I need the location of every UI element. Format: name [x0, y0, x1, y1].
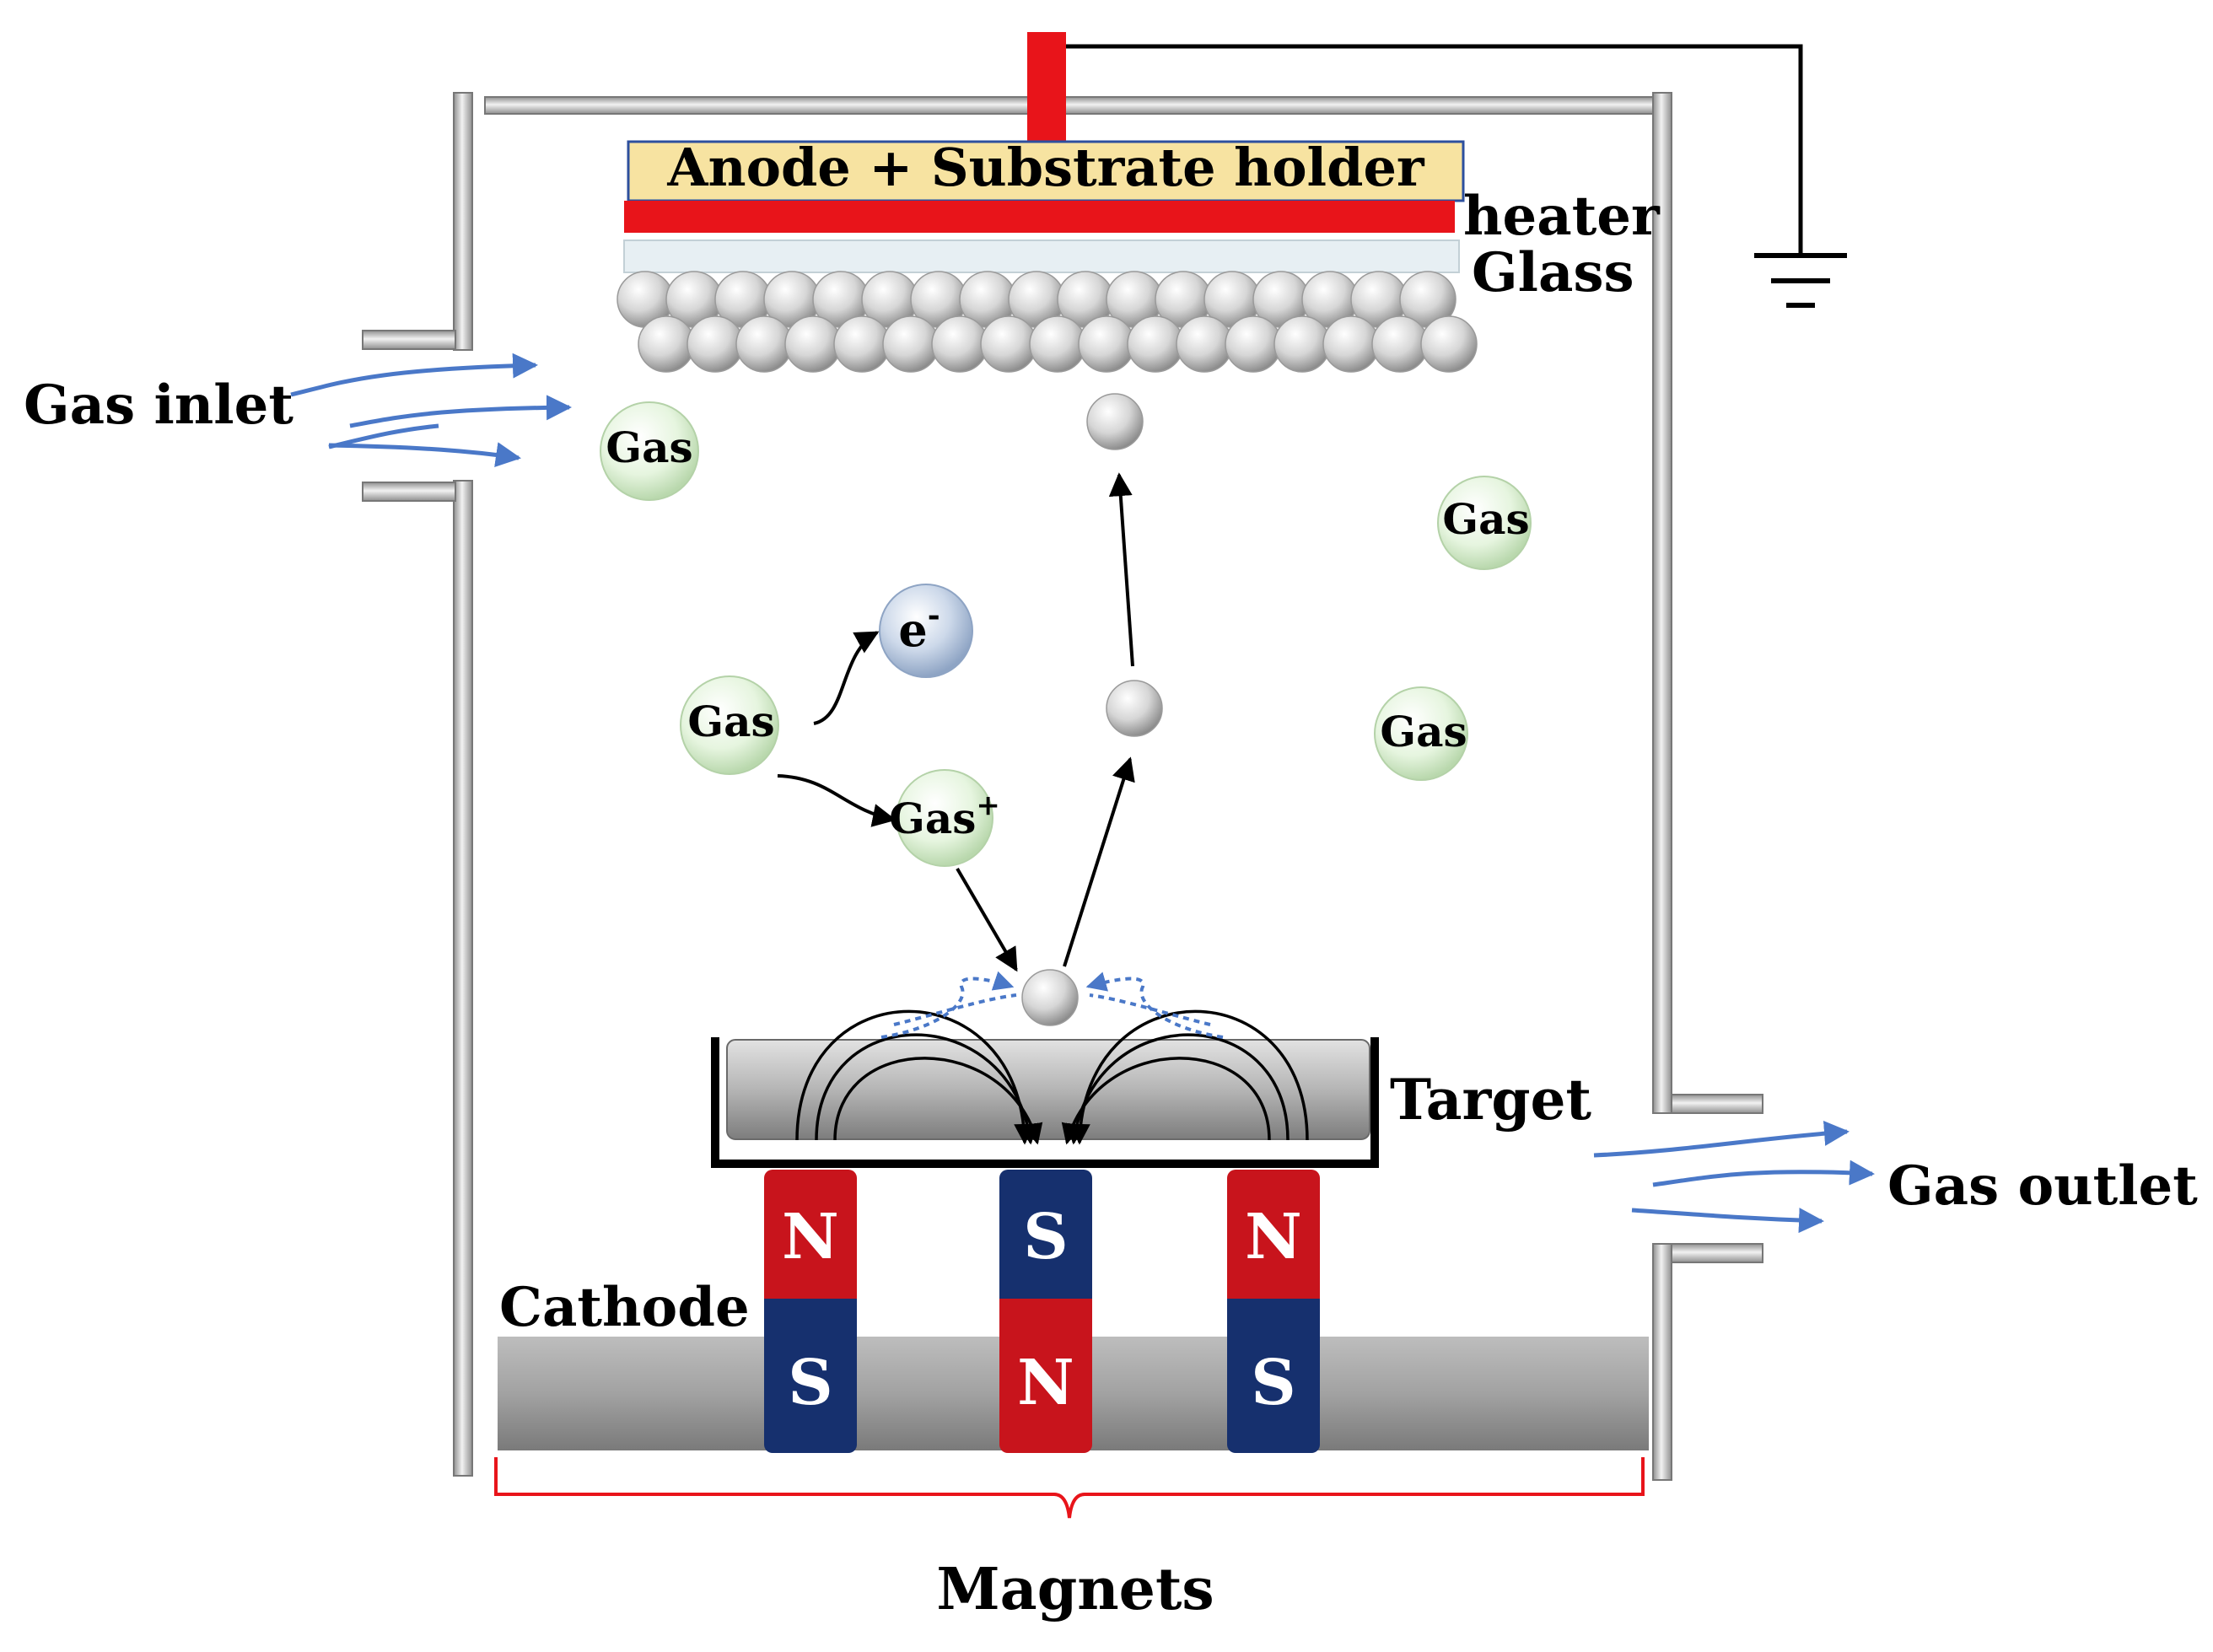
film-atom [1371, 315, 1429, 373]
chamber-top-wall [484, 96, 1666, 115]
flow-arrow-icon [1593, 1121, 1850, 1158]
gas-outlet-label: Gas outlet [1887, 1154, 2198, 1218]
ground-symbol-icon [1754, 253, 1847, 308]
magnet-pole-label: S [1023, 1201, 1068, 1273]
gas-particle: Gas [680, 675, 779, 775]
gas-ion-label: Gas+ [889, 788, 1000, 843]
outlet-flange-top [1671, 1094, 1763, 1114]
outlet-flange-bottom [1671, 1243, 1763, 1263]
sputtered-atom [1106, 680, 1163, 737]
heater-label: heater [1463, 185, 1661, 248]
magnet-right: N S [1227, 1170, 1320, 1453]
gas-particle-label: Gas [1380, 707, 1467, 756]
gas-particle: Gas [600, 401, 699, 501]
ejection-arrow [1063, 756, 1135, 967]
film-atom [931, 315, 988, 373]
magnets-brace [494, 1457, 1645, 1519]
magnet-pole-label: S [1251, 1347, 1295, 1419]
glass-plate [623, 239, 1460, 273]
gas-particle: Gas [1437, 476, 1532, 570]
flow-arrow-icon [1631, 1208, 1824, 1234]
deposition-arrow [1108, 472, 1134, 667]
magnet-pole-label: N [1017, 1347, 1074, 1419]
film-atom [735, 315, 793, 373]
film-atom [687, 315, 744, 373]
magnetic-field-lines [795, 1009, 1309, 1145]
magnet-pole-label: N [1245, 1201, 1302, 1273]
film-atom [784, 315, 842, 373]
film-atom [638, 315, 695, 373]
sputtered-atom [1021, 969, 1079, 1026]
chamber-right-wall-upper [1652, 92, 1672, 1114]
glass-label: Glass [1472, 241, 1634, 304]
film-atom [1420, 315, 1478, 373]
ground-wire [1066, 44, 1803, 253]
sputtered-atom [1086, 393, 1144, 450]
film-atom [1127, 315, 1184, 373]
gas-ion-particle: Gas+ [889, 769, 1000, 867]
anode-assembly: Anode + Substrate holder heater Glass [623, 137, 1661, 304]
ionization-arrow-electron [813, 631, 880, 725]
flow-arrow-icon [290, 352, 538, 397]
heater-bar [624, 201, 1455, 233]
film-atom [1273, 315, 1331, 373]
chamber-left-wall-lower [453, 480, 473, 1477]
film-atom [1176, 315, 1233, 373]
gas-particle-label: Gas [687, 697, 774, 746]
inlet-flange-top [362, 330, 456, 350]
cathode-label: Cathode [499, 1276, 750, 1339]
target-assembly: Target [711, 1037, 1591, 1168]
process-arrows [777, 472, 1135, 972]
gas-inlet-label: Gas inlet [24, 374, 293, 437]
flow-arrow-icon [1652, 1160, 1875, 1187]
ion-bombardment-arrow [956, 867, 1018, 972]
magnet-pole-label: N [782, 1201, 839, 1273]
deposited-film [617, 271, 1478, 373]
chamber-right-wall-lower [1652, 1243, 1672, 1481]
target-holder [711, 1037, 1379, 1168]
gas-particle: Gas [1374, 686, 1468, 781]
film-atom [1225, 315, 1282, 373]
magnets-label: Magnets [936, 1556, 1214, 1623]
electron-particle: e- [879, 584, 973, 678]
chamber [362, 92, 1763, 1481]
gas-inlet-flow [290, 352, 572, 467]
magnet-center: S N [999, 1170, 1092, 1453]
magnet-left: N S [764, 1170, 857, 1453]
film-atom [882, 315, 940, 373]
film-atom [980, 315, 1037, 373]
flow-arrow-icon [328, 442, 521, 467]
electron-label: e- [898, 598, 940, 657]
electron-trap-paths [880, 971, 1224, 1039]
film-atom [1029, 315, 1086, 373]
gas-particle-label: Gas [1442, 494, 1529, 544]
film-atom [833, 315, 891, 373]
gas-outlet-flow [1593, 1121, 1875, 1234]
anode-holder [627, 140, 1465, 202]
film-atom [1078, 315, 1135, 373]
ionization-arrow-ion [777, 774, 897, 827]
anode-label: Anode + Substrate holder [666, 137, 1424, 198]
chamber-left-wall-upper [453, 92, 473, 351]
gas-particle-label: Gas [606, 422, 692, 472]
film-atom [1322, 315, 1380, 373]
flow-arrow-icon [349, 395, 572, 428]
magnet-pole-label: S [788, 1347, 832, 1419]
inlet-flange-bottom [362, 482, 456, 502]
target-label: Target [1390, 1067, 1591, 1133]
